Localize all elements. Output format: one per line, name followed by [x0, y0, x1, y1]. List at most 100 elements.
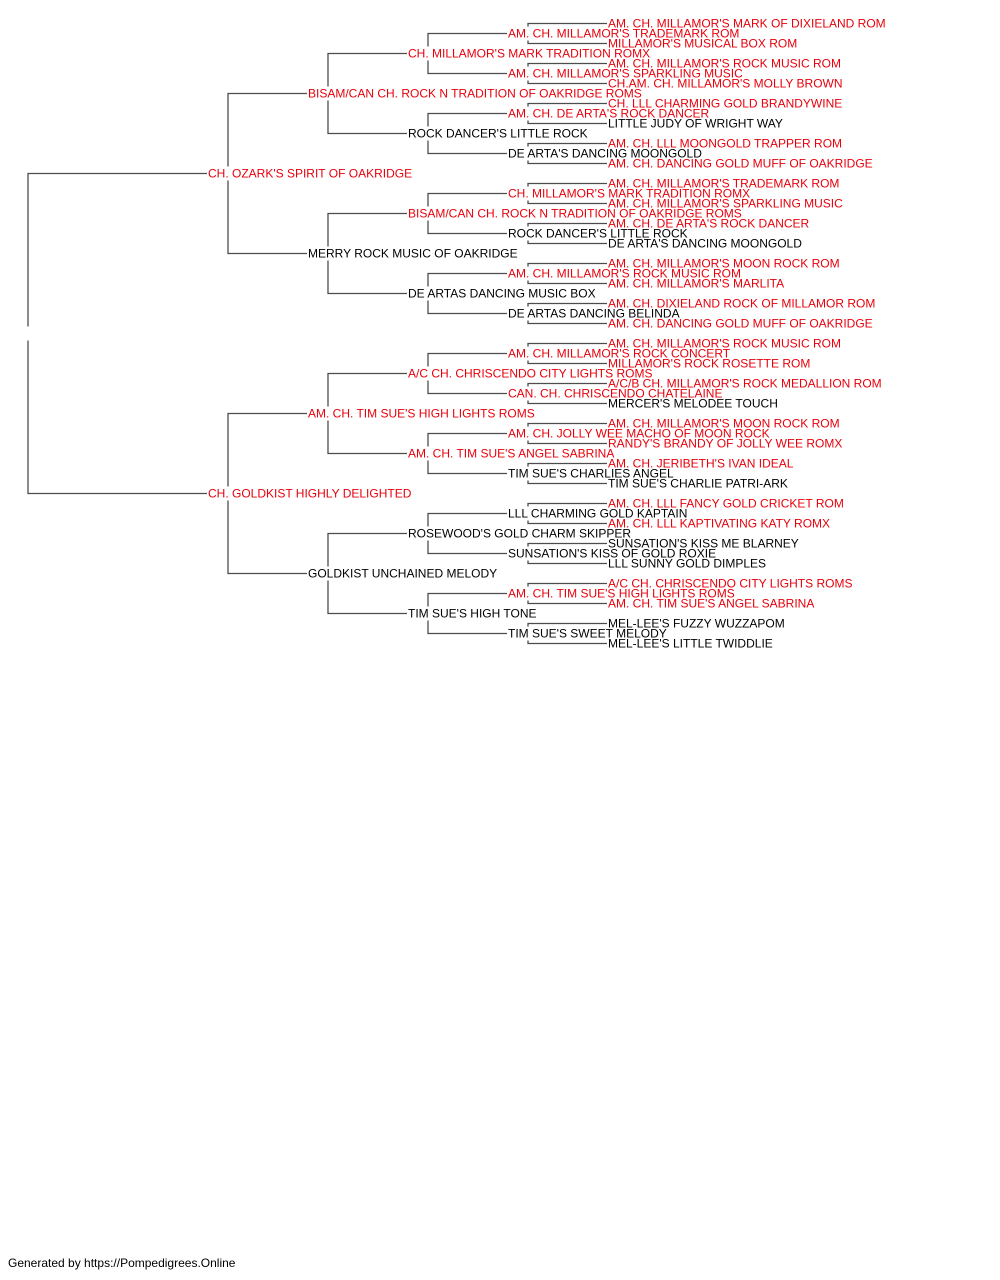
connector-subject-sire-sire-sire-dam-dam [527, 80, 607, 85]
connector-subject-sire-dam-dam-dam-sire [527, 302, 607, 307]
connector-subject-sire-sire-sire-dam-sire [527, 62, 607, 67]
connector-subject-dam-sire-dam-dam-dam [527, 480, 607, 485]
dog-subject-dam-sire-dam-dam-sire: AM. CH. JERIBETH'S IVAN IDEAL [608, 457, 794, 471]
connector-subject-dam-sire [227, 412, 307, 487]
dog-subject-dam-sire-sire-sire: AM. CH. MILLAMOR'S ROCK CONCERT [508, 347, 731, 361]
dog-subject-sire-sire-sire-sire-dam: MILLAMOR'S MUSICAL BOX ROM [608, 37, 797, 51]
connector-subject-sire [27, 172, 207, 327]
connector-subject-sire-sire-dam-dam [427, 140, 507, 155]
dog-subject-dam-dam-sire-sire-dam: AM. CH. LLL KAPTIVATING KATY ROMX [608, 517, 830, 531]
connector-subject-sire-sire-dam-sire-dam [527, 120, 607, 125]
dog-subject-sire-dam-dam-sire-sire: AM. CH. MILLAMOR'S MOON ROCK ROM [608, 257, 840, 271]
dog-subject-sire-dam-dam: DE ARTAS DANCING MUSIC BOX [408, 287, 596, 301]
connector-subject-dam-sire-sire-sire [427, 352, 507, 367]
connector-subject-dam-dam-sire-dam [427, 540, 507, 555]
connector-subject-sire-sire-sire-sire-dam [527, 40, 607, 45]
dog-subject-sire-sire-dam-sire-sire: CH. LLL CHARMING GOLD BRANDYWINE [608, 97, 842, 111]
connector-subject-sire-sire-dam [327, 100, 407, 135]
dog-subject-sire-sire-dam-sire-dam: LITTLE JUDY OF WRIGHT WAY [608, 117, 783, 131]
connector-subject-sire-dam-dam-sire-sire [527, 262, 607, 267]
dog-subject-sire-dam-dam-dam-sire: AM. CH. DIXIELAND ROCK OF MILLAMOR ROM [608, 297, 875, 311]
connector-subject-dam-dam-sire [327, 532, 407, 567]
connector-subject-sire-sire-sire [327, 52, 407, 87]
connector-subject-sire-dam-dam-dam-dam [527, 320, 607, 325]
dog-subject-sire-dam-sire-sire-dam: AM. CH. MILLAMOR'S SPARKLING MUSIC [608, 197, 843, 211]
dog-subject-dam-sire-sire-dam-dam: MERCER'S MELODEE TOUCH [608, 397, 778, 411]
connector-subject-sire-sire-dam-dam-dam [527, 160, 607, 165]
dog-subject-dam: CH. GOLDKIST HIGHLY DELIGHTED [208, 487, 412, 501]
dog-subject-dam-sire-sire-dam: CAN. CH. CHRISCENDO CHATELAINE [508, 387, 722, 401]
connector-subject-sire-dam-sire-dam [427, 220, 507, 235]
connector-subject-dam-dam-dam [327, 580, 407, 615]
dog-subject-sire-dam-dam-dam-dam: AM. CH. DANCING GOLD MUFF OF OAKRIDGE [608, 317, 873, 331]
connector-subject-dam-sire-dam [327, 420, 407, 455]
connector-subject-dam-sire-sire-sire-sire [527, 342, 607, 347]
connector-subject-dam-dam-sire-sire-sire [527, 502, 607, 507]
dog-subject-dam-sire-dam-dam: TIM SUE'S CHARLIES ANGEL [508, 467, 674, 481]
dog-subject-dam-dam-sire-sire-sire: AM. CH. LLL FANCY GOLD CRICKET ROM [608, 497, 844, 511]
connector-subject-dam-dam-sire-sire [427, 512, 507, 527]
connector-subject-dam-dam-sire-sire-dam [527, 520, 607, 525]
dog-subject-sire-dam-sire-dam-dam: DE ARTA'S DANCING MOONGOLD [608, 237, 802, 251]
dog-subject-sire-sire-dam-sire: AM. CH. DE ARTA'S ROCK DANCER [508, 107, 710, 121]
connector-subject-dam-sire-dam-sire-sire [527, 422, 607, 427]
connector-subject-sire-sire-dam-sire-sire [527, 102, 607, 107]
dog-subject-sire-dam-dam-sire: AM. CH. MILLAMOR'S ROCK MUSIC ROM [508, 267, 741, 281]
connector-subject-sire-sire-sire-sire [427, 32, 507, 47]
dog-subject-dam-dam-dam-sire-sire: A/C CH. CHRISCENDO CITY LIGHTS ROMS [608, 577, 852, 591]
dog-subject-sire-dam: MERRY ROCK MUSIC OF OAKRIDGE [308, 247, 518, 261]
dog-subject-dam-sire-sire-dam-sire: A/C/B CH. MILLAMOR'S ROCK MEDALLION ROM [608, 377, 882, 391]
connector-subject-sire-dam-sire [327, 212, 407, 247]
connector-subject-dam-sire-dam-dam-sire [527, 462, 607, 467]
dog-subject-sire-sire-sire-sire-sire: AM. CH. MILLAMOR'S MARK OF DIXIELAND ROM [608, 17, 886, 31]
connector-subject-dam [27, 340, 207, 495]
connector-subject-dam-sire-dam-sire-dam [527, 440, 607, 445]
dog-subject-sire-dam-dam-sire-dam: AM. CH. MILLAMOR'S MARLITA [608, 277, 784, 291]
dog-subject-dam-sire-dam-sire-dam: RANDY'S BRANDY OF JOLLY WEE ROMX [608, 437, 842, 451]
connector-subject-sire-dam-dam-sire-dam [527, 280, 607, 285]
dog-subject-sire-sire-dam-dam-dam: AM. CH. DANCING GOLD MUFF OF OAKRIDGE [608, 157, 873, 171]
dog-subject-sire-dam-sire-sire: CH. MILLAMOR'S MARK TRADITION ROMX [508, 187, 750, 201]
connector-subject-dam-sire-sire-dam [427, 380, 507, 395]
connector-subject-dam-dam-sire-dam-sire [527, 542, 607, 547]
connector-subject-dam-sire-sire [327, 372, 407, 407]
dog-subject-dam-dam-sire-dam-dam: LLL SUNNY GOLD DIMPLES [608, 557, 766, 571]
dog-subject-sire-sire-dam: ROCK DANCER'S LITTLE ROCK [408, 127, 588, 141]
connector-subject-sire-dam-dam [327, 260, 407, 295]
dog-subject-dam-dam-dam-sire: AM. CH. TIM SUE'S HIGH LIGHTS ROMS [508, 587, 735, 601]
connector-subject-sire-sire [227, 92, 307, 167]
dog-subject-dam-dam-sire-sire: LLL CHARMING GOLD KAPTAIN [508, 507, 687, 521]
dog-subject-dam-sire: AM. CH. TIM SUE'S HIGH LIGHTS ROMS [308, 407, 535, 421]
connector-subject-sire-sire-dam-sire [427, 112, 507, 127]
connector-subject-sire-sire-sire-dam [427, 60, 507, 75]
dog-subject-sire-sire: BISAM/CAN CH. ROCK N TRADITION OF OAKRID… [308, 87, 642, 101]
connector-subject-sire-dam-sire-sire-dam [527, 200, 607, 205]
dog-subject-sire-sire-sire-dam: AM. CH. MILLAMOR'S SPARKLING MUSIC [508, 67, 743, 81]
connector-subject-sire-dam-sire-sire-sire [527, 182, 607, 187]
connector-subject-dam-dam-dam-dam-sire [527, 622, 607, 627]
connector-subject-sire-dam-dam-dam [427, 300, 507, 315]
dog-subject-sire-sire-sire-dam-sire: AM. CH. MILLAMOR'S ROCK MUSIC ROM [608, 57, 841, 71]
dog-subject-dam-dam-dam-sire-dam: AM. CH. TIM SUE'S ANGEL SABRINA [608, 597, 814, 611]
connector-subject-dam-dam [227, 500, 307, 575]
dog-subject-dam-dam-sire: ROSEWOOD'S GOLD CHARM SKIPPER [408, 527, 631, 541]
dog-subject-sire-sire-sire-sire: AM. CH. MILLAMOR'S TRADEMARK ROM [508, 27, 739, 41]
dog-subject-dam-sire-dam-dam-dam: TIM SUE'S CHARLIE PATRI-ARK [608, 477, 788, 491]
dog-subject-dam-dam-dam-dam-sire: MEL-LEE'S FUZZY WUZZAPOM [608, 617, 785, 631]
connector-subject-dam-dam-sire-dam-dam [527, 560, 607, 565]
footer-credit: Generated by https://Pompedigrees.Online [8, 1256, 236, 1270]
dog-subject-sire-dam-sire: BISAM/CAN CH. ROCK N TRADITION OF OAKRID… [408, 207, 742, 221]
dog-subject-sire-dam-dam-dam: DE ARTAS DANCING BELINDA [508, 307, 680, 321]
connector-subject-dam-sire-sire-dam-dam [527, 400, 607, 405]
dog-subject-sire-sire-sire-dam-dam: CH.AM. CH. MILLAMOR'S MOLLY BROWN [608, 77, 843, 91]
connector-subject-dam-dam-dam-sire-sire [527, 582, 607, 587]
dog-subject-sire-dam-sire-dam-sire: AM. CH. DE ARTA'S ROCK DANCER [608, 217, 810, 231]
connector-subject-dam-sire-sire-dam-sire [527, 382, 607, 387]
dog-subject-sire-sire-sire: CH. MILLAMOR'S MARK TRADITION ROMX [408, 47, 650, 61]
dog-subject-sire: CH. OZARK'S SPIRIT OF OAKRIDGE [208, 167, 412, 181]
connector-subject-sire-dam [227, 180, 307, 255]
dog-subject-sire-sire-dam-dam: DE ARTA'S DANCING MOONGOLD [508, 147, 702, 161]
dog-subject-dam-dam-dam-dam: TIM SUE'S SWEET MELODY [508, 627, 667, 641]
dog-subject-dam-sire-dam-sire: AM. CH. JOLLY WEE MACHO OF MOON ROCK [508, 427, 770, 441]
dog-subject-dam-dam-sire-dam: SUNSATION'S KISS OF GOLD ROXIE [508, 547, 716, 561]
